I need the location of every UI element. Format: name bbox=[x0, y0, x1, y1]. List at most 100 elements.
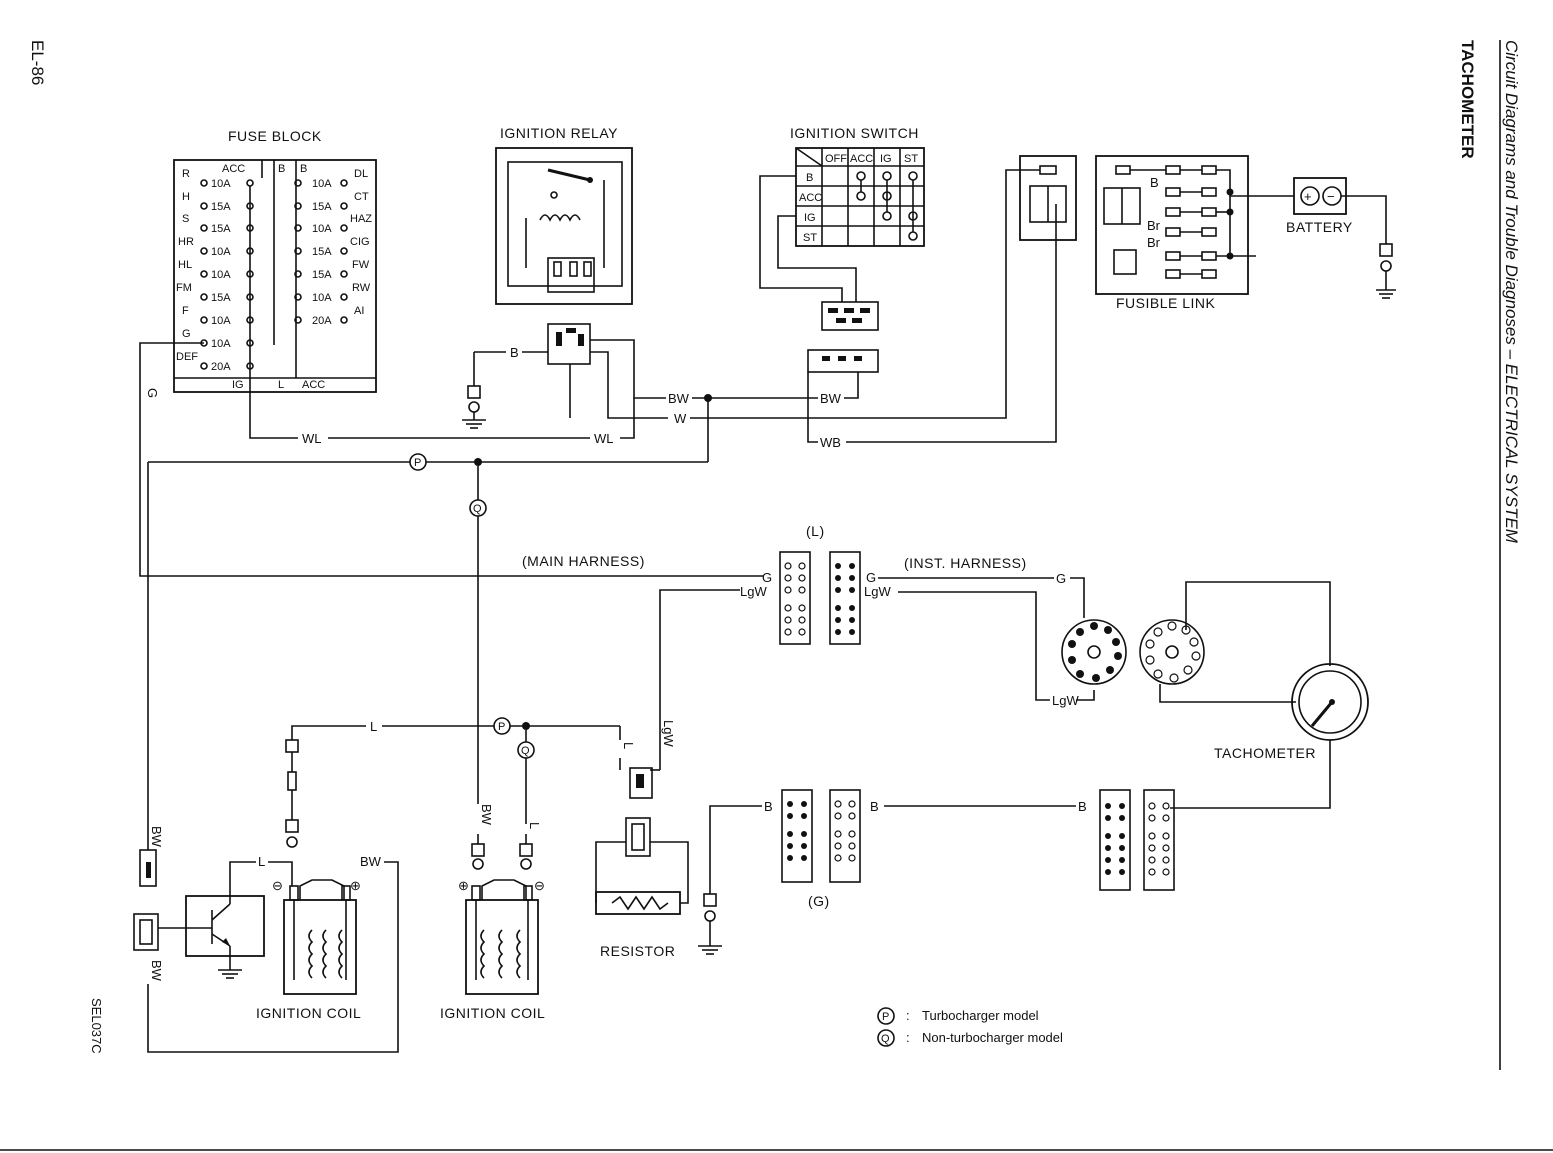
switch-row-b: B bbox=[806, 172, 813, 184]
fusible-link: FUSIBLE LINK B Br Br bbox=[1019, 155, 1294, 311]
fuse-s-circuit: S bbox=[182, 213, 189, 225]
marker-q-top: Q bbox=[473, 503, 482, 515]
fuse-rw-rating: 10A bbox=[312, 292, 332, 304]
main-harness-label: (MAIN HARNESS) bbox=[522, 553, 645, 569]
wire-br-1: Br bbox=[1147, 218, 1161, 233]
fuse-haz-rating: 10A bbox=[312, 223, 332, 235]
legend-item-q: Q : Non-turbocharger model bbox=[877, 1029, 1063, 1047]
fuse-r-rating: 10A bbox=[211, 178, 231, 190]
ignition-switch: IGNITION SWITCH OFF ACC IG ST B ACC IG S… bbox=[759, 125, 925, 373]
wire-l-resistor: L bbox=[621, 742, 636, 749]
fusible-link-label: FUSIBLE LINK bbox=[1116, 295, 1216, 311]
fuse-f: F 10A bbox=[182, 305, 254, 327]
wire-b-tach: B bbox=[1078, 799, 1087, 814]
fusible-link-box bbox=[1095, 155, 1249, 295]
tachometer-label: TACHOMETER bbox=[1214, 745, 1316, 761]
fuse-block-outline bbox=[173, 159, 377, 393]
fuse-g-circuit: G bbox=[182, 328, 191, 340]
wire-g-inst: G bbox=[866, 570, 876, 585]
wire-w: W bbox=[674, 411, 687, 426]
battery-negative-sign: − bbox=[1327, 189, 1335, 204]
fuse-hr-rating: 10A bbox=[211, 246, 231, 258]
running-head: Circuit Diagrams and Trouble Diagnoses –… bbox=[1502, 40, 1521, 544]
fuse-ct: 15A CT bbox=[294, 191, 369, 213]
ignition-relay-label: IGNITION RELAY bbox=[500, 125, 618, 141]
wire-bw-left-bottom: BW bbox=[149, 960, 164, 982]
fuse-ct-circuit: CT bbox=[354, 191, 369, 203]
fuse-dl-circuit: DL bbox=[354, 168, 368, 180]
right-fuses: 10A DL 15A CT 10A HAZ 15A CIG bbox=[294, 168, 372, 327]
legend-q-symbol: Q bbox=[881, 1033, 890, 1045]
resistor: RESISTOR bbox=[595, 805, 762, 959]
battery-positive-sign: + bbox=[1304, 189, 1312, 204]
left-fuses: R 10A H 15A S 15A HR 10A bbox=[176, 168, 254, 380]
ignition-coil-2-label: IGNITION COIL bbox=[440, 1005, 545, 1021]
wire-lgw-tach: LgW bbox=[1052, 693, 1079, 708]
wire-lgw-inst: LgW bbox=[864, 584, 891, 599]
fuse-r-circuit: R bbox=[182, 168, 190, 180]
fuse-fw: 15A FW bbox=[294, 259, 370, 281]
legend-p-text: Turbocharger model bbox=[922, 1008, 1039, 1023]
fuse-h-circuit: H bbox=[182, 191, 190, 203]
coil1-positive-terminal: ⊕ bbox=[350, 878, 361, 893]
ignition-relay: IGNITION RELAY bbox=[495, 125, 633, 305]
fuse-hl: HL 10A bbox=[178, 259, 254, 281]
switch-col-acc: ACC bbox=[850, 153, 873, 165]
fuse-top-b1: B bbox=[278, 163, 285, 175]
fuse-fw-rating: 15A bbox=[312, 269, 332, 281]
switch-col-off: OFF bbox=[825, 153, 847, 165]
fuse-top-acc: ACC bbox=[222, 163, 245, 175]
fuse-ai-circuit: AI bbox=[354, 305, 364, 317]
wire-bw-relay: BW bbox=[668, 391, 690, 406]
legend-p-symbol: P bbox=[882, 1011, 889, 1023]
ignition-relay-outline bbox=[495, 147, 633, 305]
fuse-bottom-ig: IG bbox=[232, 379, 244, 391]
fuse-dl: 10A DL bbox=[294, 168, 368, 190]
wire-g-main: G bbox=[762, 570, 772, 585]
fuse-rw: 10A RW bbox=[294, 282, 371, 304]
fuse-def-rating: 20A bbox=[211, 361, 231, 373]
switch-row-st: ST bbox=[803, 232, 817, 244]
ignition-coil-2: IGNITION COIL ⊕ ⊖ bbox=[440, 878, 545, 1021]
fuse-ai: 20A AI bbox=[294, 305, 364, 327]
wire-bw-coil: BW bbox=[360, 854, 382, 869]
wire-bw-left-top: BW bbox=[149, 826, 164, 848]
coil2-negative-terminal: ⊖ bbox=[534, 878, 545, 893]
wire-g-tach: G bbox=[1056, 571, 1066, 586]
ignition-switch-connector bbox=[821, 301, 879, 331]
wire-lgw-main: LgW bbox=[740, 584, 767, 599]
legend-p-separator: : bbox=[906, 1008, 910, 1023]
switch-row-ig: IG bbox=[804, 212, 816, 224]
ignition-switch-table bbox=[795, 147, 925, 247]
switch-row-acc: ACC bbox=[799, 192, 822, 204]
fuse-bottom-l: L bbox=[278, 379, 284, 391]
fuse-fm-rating: 15A bbox=[211, 292, 231, 304]
coil1-negative-terminal: ⊖ bbox=[272, 878, 283, 893]
switch-harness-connector bbox=[807, 349, 879, 373]
fuse-h-rating: 15A bbox=[211, 201, 231, 213]
fuse-f-circuit: F bbox=[182, 305, 189, 317]
inst-harness-label: (INST. HARNESS) bbox=[904, 555, 1027, 571]
marker-p-top: P bbox=[414, 457, 421, 469]
wire-bw-switch: BW bbox=[820, 391, 842, 406]
battery-outline bbox=[1293, 177, 1347, 215]
fuse-hr-circuit: HR bbox=[178, 236, 194, 248]
ignition-coil-1-label: IGNITION COIL bbox=[256, 1005, 361, 1021]
fuse-cig-rating: 15A bbox=[312, 246, 332, 258]
marker-q-lower: Q bbox=[521, 745, 530, 757]
lower-left-circuit: L P Q L L LgW BW BW BW bbox=[133, 717, 676, 1053]
tach-round-connectors bbox=[1061, 581, 1331, 703]
coil2-positive-terminal: ⊕ bbox=[458, 878, 469, 893]
ignition-coil-1: IGNITION COIL ⊖ ⊕ bbox=[256, 878, 361, 1021]
legend-item-p: P : Turbocharger model bbox=[877, 1007, 1039, 1025]
wire-l-coil: L bbox=[258, 854, 265, 869]
wire-lgw-vertical: LgW bbox=[661, 720, 676, 747]
wire-b-fusible: B bbox=[1150, 175, 1159, 190]
harness-connector-g: B B B (G) bbox=[764, 789, 1175, 909]
upper-wiring: BW BW W WL WL WB G P Q bbox=[139, 169, 1057, 830]
fuse-fm-circuit: FM bbox=[176, 282, 192, 294]
wire-br-2: Br bbox=[1147, 235, 1161, 250]
wire-wb: WB bbox=[820, 435, 841, 450]
section-header: TACHOMETER bbox=[1458, 40, 1477, 159]
connector-g-label: (G) bbox=[808, 893, 830, 909]
